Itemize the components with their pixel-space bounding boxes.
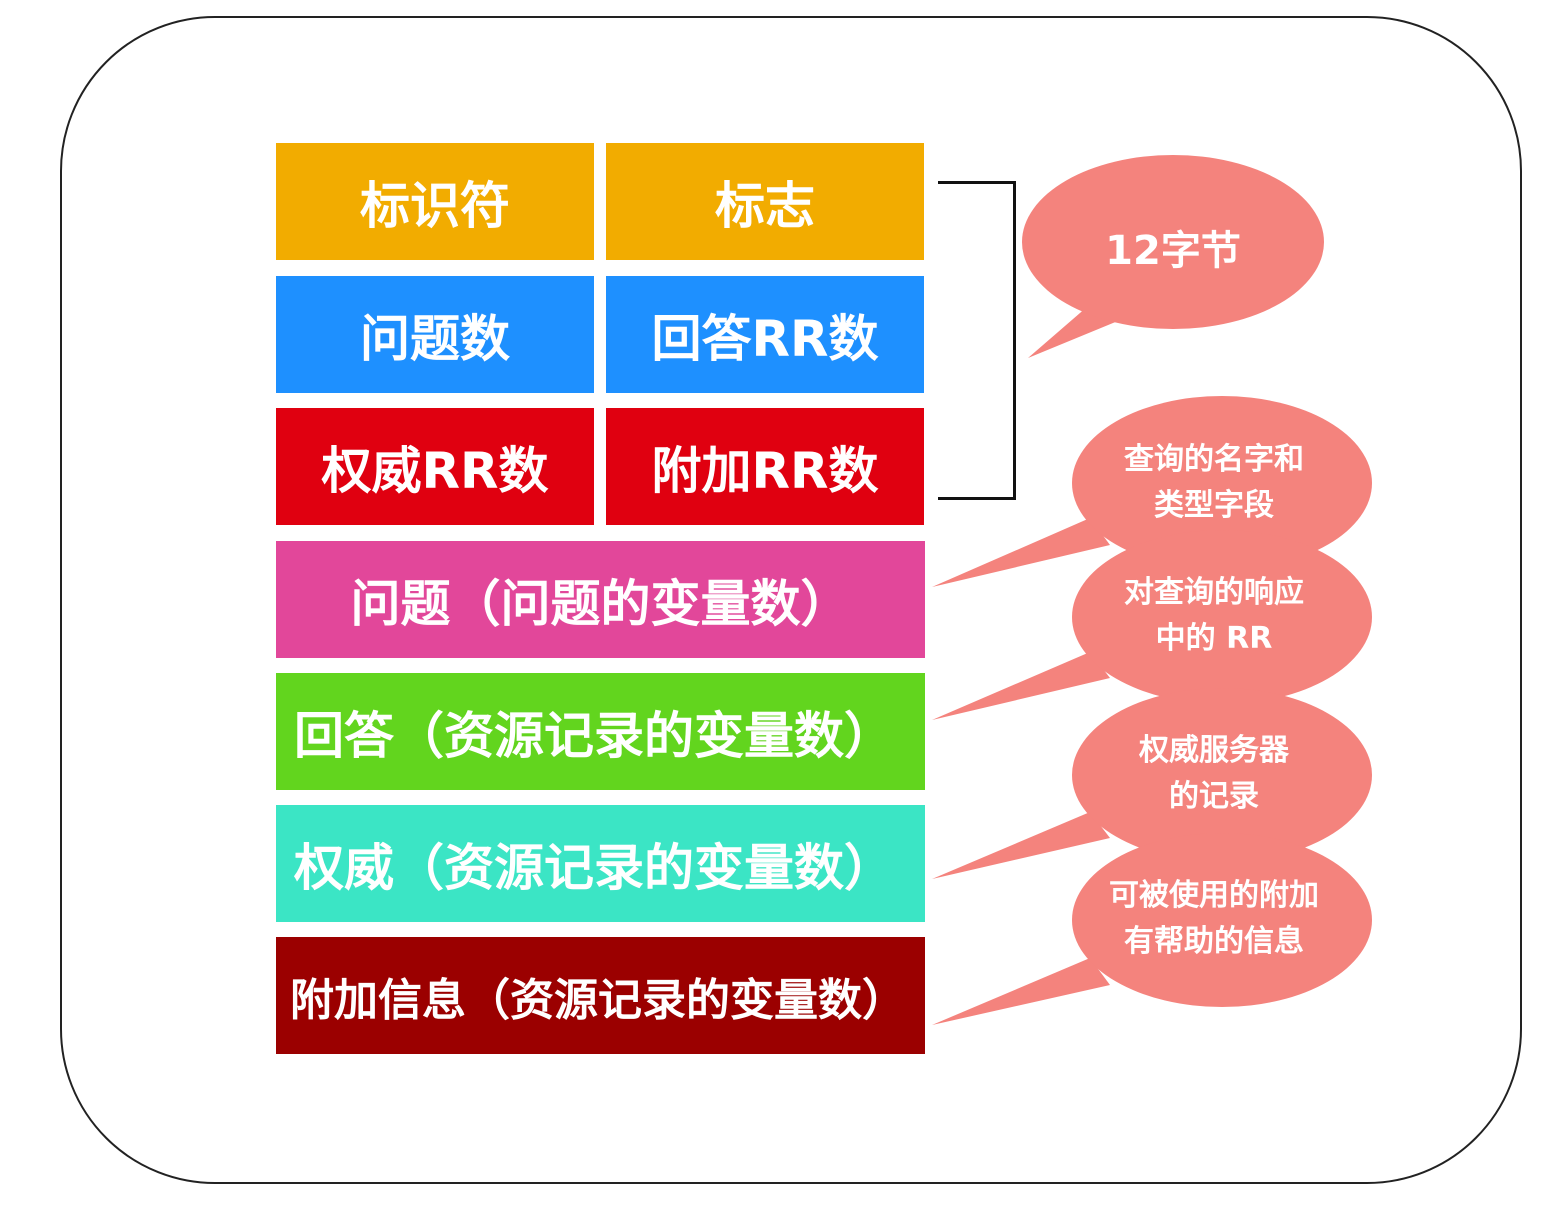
- header-bracket: [938, 181, 1016, 500]
- callout-header-line1: 12字节: [1105, 228, 1241, 274]
- callout-bubble-answer: [1072, 530, 1372, 704]
- callout-answer-text: 对查询的响应 中的 RR: [1064, 570, 1364, 662]
- callout-answer-line2: 中的 RR: [1155, 621, 1273, 656]
- outer-frame: [60, 16, 1522, 1184]
- section-answer-label: 回答（资源记录的变量数）: [294, 706, 894, 765]
- callout-bubble-authority: [1072, 688, 1372, 862]
- callout-additional-line1: 可被使用的附加: [1109, 878, 1319, 913]
- callout-bubble-additional: [1072, 833, 1372, 1007]
- field-flags-label: 标志: [715, 176, 815, 235]
- section-question: 问题（问题的变量数）: [276, 541, 925, 658]
- section-additional-label: 附加信息（资源记录的变量数）: [290, 974, 906, 1026]
- field-question-count-label: 问题数: [360, 309, 510, 368]
- callout-authority-line2: 的记录: [1169, 779, 1259, 814]
- callout-answer-line1: 对查询的响应: [1124, 575, 1304, 610]
- callout-pointer-question: [932, 518, 1110, 587]
- field-identifier: 标识符: [276, 143, 594, 260]
- field-flags: 标志: [606, 143, 924, 260]
- field-authority-rr-count-label: 权威RR数: [321, 441, 549, 500]
- callout-additional-line2: 有帮助的信息: [1124, 924, 1304, 959]
- field-identifier-label: 标识符: [360, 176, 510, 235]
- field-answer-rr-count-label: 回答RR数: [651, 309, 879, 368]
- callout-bubble-question: [1072, 396, 1372, 570]
- callout-question-text: 查询的名字和 类型字段: [1064, 437, 1364, 529]
- callout-pointer-additional: [932, 958, 1110, 1025]
- field-authority-rr-count: 权威RR数: [276, 408, 594, 525]
- section-answer: 回答（资源记录的变量数）: [276, 673, 925, 790]
- field-additional-rr-count-label: 附加RR数: [651, 441, 879, 500]
- section-question-label: 问题（问题的变量数）: [350, 574, 851, 633]
- callout-question-line1: 查询的名字和: [1124, 442, 1304, 477]
- callout-header-text: 12字节: [1023, 218, 1323, 276]
- callout-bubble-header: [1022, 155, 1324, 329]
- callout-pointer-answer: [932, 652, 1110, 720]
- callout-question-line2: 类型字段: [1154, 488, 1274, 523]
- field-answer-rr-count: 回答RR数: [606, 276, 924, 393]
- section-authority: 权威（资源记录的变量数）: [276, 805, 925, 922]
- section-authority-label: 权威（资源记录的变量数）: [294, 838, 894, 897]
- section-additional: 附加信息（资源记录的变量数）: [276, 937, 925, 1054]
- field-question-count: 问题数: [276, 276, 594, 393]
- field-additional-rr-count: 附加RR数: [606, 408, 924, 525]
- callout-pointer-authority: [932, 812, 1110, 879]
- callout-authority-line1: 权威服务器: [1139, 733, 1289, 768]
- callout-additional-text: 可被使用的附加 有帮助的信息: [1064, 873, 1364, 965]
- callout-authority-text: 权威服务器 的记录: [1064, 728, 1364, 820]
